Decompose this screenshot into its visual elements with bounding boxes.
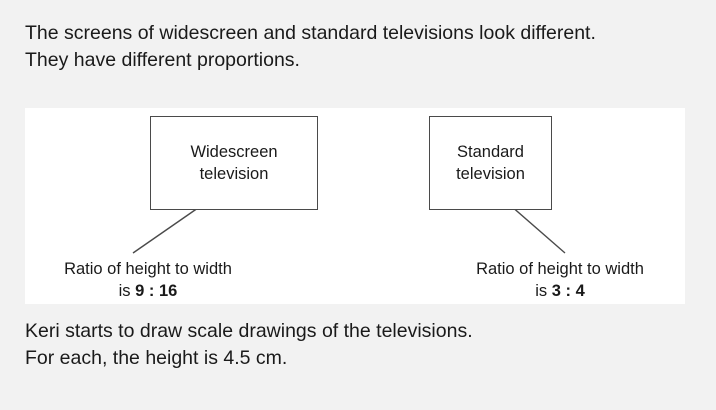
- standard-television-box: Standard television: [429, 116, 552, 210]
- widescreen-label-line-1: Widescreen: [190, 143, 278, 161]
- standard-caption-line-1: Ratio of height to width: [476, 260, 644, 278]
- widescreen-television-box: Widescreen television: [150, 116, 318, 210]
- standard-ratio-value: 3 : 4: [551, 282, 585, 300]
- widescreen-ratio-caption: Ratio of height to width is 9 : 16: [33, 258, 263, 302]
- standard-label-line-2: television: [456, 165, 525, 183]
- outro-line-1: Keri starts to draw scale drawings of th…: [25, 320, 473, 342]
- widescreen-caption-line-1: Ratio of height to width: [64, 260, 232, 278]
- television-figure-panel: Widescreen television Standard televisio…: [25, 108, 685, 304]
- widescreen-ratio-value: 9 : 16: [135, 282, 178, 300]
- intro-text: The screens of widescreen and standard t…: [25, 20, 705, 74]
- standard-caption-prefix: is: [535, 282, 548, 300]
- widescreen-caption-line-2: is 9 : 16: [33, 280, 263, 302]
- outro-line-2: For each, the height is 4.5 cm.: [25, 347, 288, 369]
- widescreen-label-line-2: television: [199, 165, 269, 183]
- intro-line-2: They have different proportions.: [25, 49, 300, 71]
- standard-ratio-caption: Ratio of height to width is 3 : 4: [445, 258, 675, 302]
- widescreen-caption-prefix: is: [118, 282, 131, 300]
- outro-text: Keri starts to draw scale drawings of th…: [25, 318, 705, 372]
- intro-line-1: The screens of widescreen and standard t…: [25, 22, 596, 44]
- standard-caption-line-2: is 3 : 4: [445, 280, 675, 302]
- standard-label-line-1: Standard: [457, 143, 524, 161]
